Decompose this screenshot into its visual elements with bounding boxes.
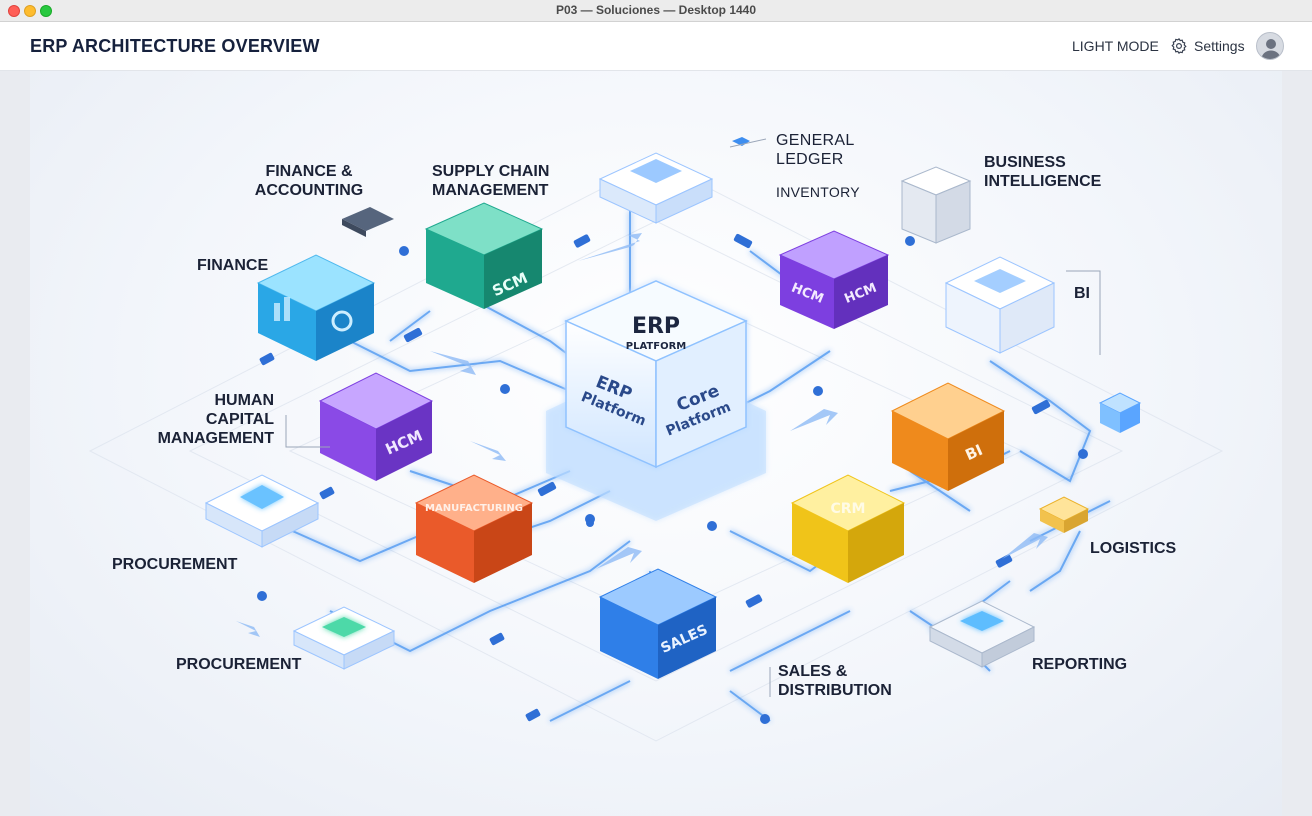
window-title-bar: P03 — Soluciones — Desktop 1440 — [0, 0, 1312, 22]
label-leader-lines — [285, 138, 1101, 697]
erp-core-cube: ERP PLATFORM ERP Platform Core Platform — [546, 280, 766, 521]
window-title: P03 — Soluciones — Desktop 1440 — [555, 3, 757, 17]
label-procurement-1: PROCUREMENT — [112, 556, 238, 573]
label-bi: BI — [1074, 285, 1090, 302]
manufacturing-label: MANUFACTURING — [425, 503, 523, 514]
hcm-top-cube: HCM HCM — [778, 230, 890, 329]
bi-orange-label: BI — [963, 441, 986, 464]
label-human-capital-line3: MANAGEMENT — [157, 430, 274, 447]
label-reporting: REPORTING — [1032, 656, 1128, 673]
diagram-canvas: ERP PLATFORM ERP Platform Core Platform — [30, 71, 1282, 816]
bi-server-stack — [900, 166, 972, 244]
label-finance-accounting-line1: FINANCE & — [265, 163, 353, 180]
window-maximize-button[interactable] — [40, 5, 52, 17]
settings-button[interactable]: Settings — [1170, 35, 1245, 57]
gear-icon — [1171, 38, 1187, 54]
general-ledger-server — [598, 137, 750, 224]
label-supply-chain-line1: SUPPLY CHAIN — [432, 163, 550, 180]
logistics-node — [1038, 496, 1090, 533]
hcm-left-cube: HCM — [318, 372, 434, 481]
label-inventory: INVENTORY — [776, 184, 860, 200]
label-human-capital: HUMAN CAPITAL MANAGEMENT — [140, 391, 274, 448]
label-human-capital-line1: HUMAN — [214, 392, 274, 409]
label-finance: FINANCE — [197, 257, 269, 274]
erp-subtitle: PLATFORM — [626, 341, 687, 352]
window-close-button[interactable] — [8, 5, 20, 17]
sales-cube: SALES — [598, 568, 718, 679]
label-business-intelligence: BUSINESS INTELLIGENCE — [984, 153, 1101, 191]
label-logistics: LOGISTICS — [1090, 540, 1177, 557]
crm-label: CRM — [831, 501, 866, 517]
label-general-ledger-line2: LEDGER — [776, 151, 844, 168]
app-header: ERP ARCHITECTURE OVERVIEW LIGHT MODE Set… — [0, 22, 1312, 71]
light-mode-toggle[interactable]: LIGHT MODE — [1072, 38, 1159, 54]
finance-cube — [256, 254, 376, 361]
label-sales-distribution: SALES & DISTRIBUTION — [778, 662, 892, 700]
manufacturing-cube: MANUFACTURING — [414, 474, 534, 583]
erp-title: ERP — [632, 314, 680, 339]
label-sales-distribution-line2: DISTRIBUTION — [778, 682, 892, 699]
label-general-ledger-line1: GENERAL — [776, 132, 855, 149]
label-business-intelligence-line1: BUSINESS — [984, 154, 1066, 171]
window-minimize-button[interactable] — [24, 5, 36, 17]
bi-orange-cube: BI — [890, 382, 1006, 491]
label-general-ledger: GENERAL LEDGER — [776, 131, 855, 169]
scm-cube: SCM — [424, 202, 544, 309]
page-title: ERP ARCHITECTURE OVERVIEW — [30, 36, 320, 56]
label-sales-distribution-line1: SALES & — [778, 663, 848, 680]
label-human-capital-line2: CAPITAL — [205, 411, 274, 428]
procurement-platform-1 — [204, 474, 320, 548]
procurement-platform-2 — [292, 606, 396, 670]
avatar[interactable] — [1256, 32, 1284, 60]
label-business-intelligence-line2: INTELLIGENCE — [984, 173, 1102, 190]
settings-label: Settings — [1194, 38, 1245, 54]
label-procurement-2: PROCUREMENT — [176, 656, 302, 673]
flow-arrows — [236, 233, 1048, 637]
erp-architecture-diagram: ERP PLATFORM ERP Platform Core Platform — [88, 137, 1224, 742]
label-supply-chain-line2: MANAGEMENT — [432, 182, 549, 199]
label-finance-accounting: FINANCE & ACCOUNTING — [244, 162, 374, 200]
user-icon — [1261, 39, 1281, 59]
label-finance-accounting-line2: ACCOUNTING — [254, 182, 364, 199]
connector-nodes — [257, 233, 1088, 724]
reporting-platform — [928, 600, 1036, 668]
label-supply-chain: SUPPLY CHAIN MANAGEMENT — [432, 162, 549, 200]
bi-white-cube — [944, 256, 1056, 354]
data-tray — [342, 207, 394, 237]
crm-cube: CRM — [790, 474, 906, 583]
reporting-small-cube — [1098, 392, 1142, 433]
